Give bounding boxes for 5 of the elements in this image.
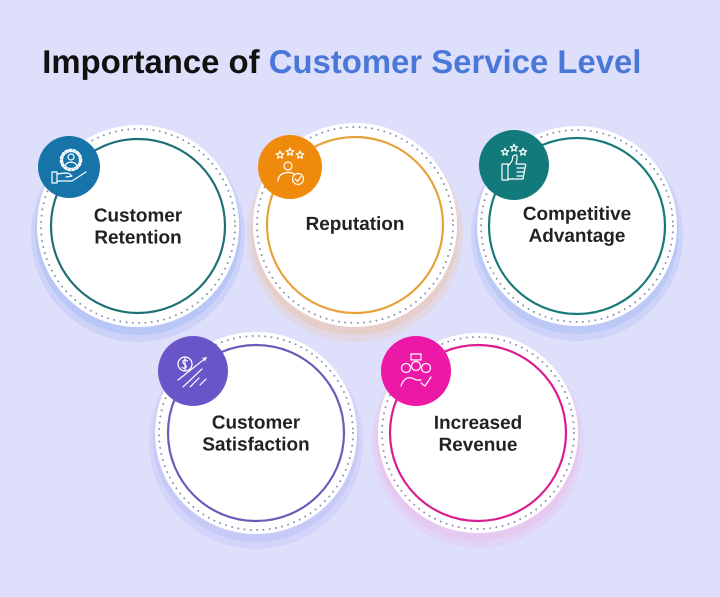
circle-card: Customer Satisfaction: [149, 332, 363, 549]
circle-card: Increased Revenue: [372, 333, 584, 548]
circle-card: Customer Retention: [31, 125, 245, 342]
circle-card: Reputation: [247, 123, 463, 342]
title: Importance of Customer Service Level: [44, 49, 640, 80]
